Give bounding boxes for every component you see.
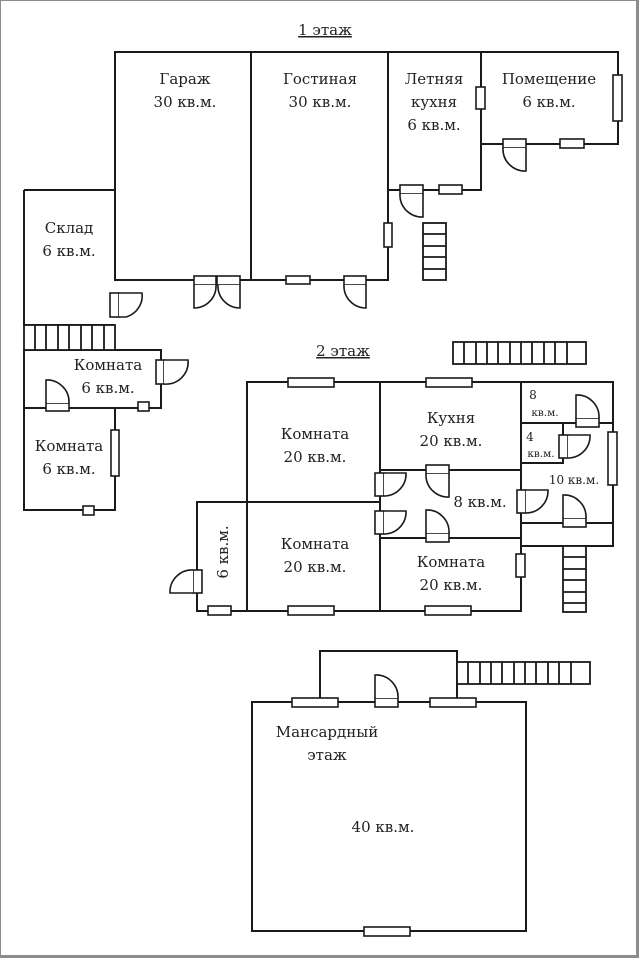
room-b-name: Комната — [35, 437, 104, 455]
small-8-unit: кв.м. — [531, 407, 558, 419]
premises-name: Помещение — [502, 70, 596, 88]
door-storage[interactable] — [109, 292, 143, 318]
window — [515, 553, 526, 578]
room-se-area: 20 кв.м. — [420, 576, 483, 594]
door-premises[interactable] — [502, 138, 527, 172]
stairs-floor-1-left — [23, 324, 116, 351]
window — [110, 429, 120, 477]
garage-name: Гараж — [159, 70, 210, 88]
window — [363, 926, 411, 937]
room-b-walls — [23, 408, 116, 511]
living-room-name: Гостиная — [283, 70, 357, 88]
door-living-room[interactable] — [343, 275, 367, 309]
room-nw-area: 20 кв.м. — [284, 448, 347, 466]
door-room-a-inner[interactable] — [45, 379, 70, 412]
room-a-name: Комната — [74, 356, 143, 374]
summer-kitchen-walls — [388, 51, 482, 191]
summer-kitchen-name-1: Летняя — [405, 70, 464, 88]
hall-8-area: 8 кв.м. — [453, 493, 506, 511]
door-room-10[interactable] — [516, 489, 549, 514]
summer-kitchen-area: 6 кв.м. — [407, 116, 460, 134]
door-room-nw[interactable] — [374, 472, 407, 497]
window — [425, 377, 473, 388]
door-room-a-exterior[interactable] — [155, 359, 189, 385]
window — [82, 505, 95, 516]
window — [137, 401, 150, 412]
window — [559, 138, 585, 149]
window — [383, 222, 393, 248]
living-room-walls — [250, 51, 389, 281]
window — [291, 697, 339, 708]
attic-name-1: Мансардный — [276, 723, 378, 741]
door-attic[interactable] — [374, 674, 399, 708]
room-b-area: 6 кв.м. — [42, 460, 95, 478]
stairs-floor-2-bottom — [562, 545, 587, 613]
window — [607, 431, 618, 486]
storage-area: 6 кв.м. — [42, 242, 95, 260]
door-small-8[interactable] — [575, 394, 600, 428]
floor-2-title: 2 этаж — [316, 342, 370, 360]
door-summer-kitchen[interactable] — [399, 184, 424, 218]
kitchen-area: 20 кв.м. — [420, 432, 483, 450]
room-sw-name: Комната — [281, 535, 350, 553]
floor-2-doors — [169, 394, 600, 594]
garage-area: 30 кв.м. — [154, 93, 217, 111]
window — [612, 74, 623, 122]
window — [429, 697, 477, 708]
small-4-unit: кв.м. — [527, 448, 554, 460]
room-a-area: 6 кв.м. — [81, 379, 134, 397]
room-nw-name: Комната — [281, 425, 350, 443]
attic-windows — [291, 697, 477, 937]
window — [287, 377, 335, 388]
room-se-name: Комната — [417, 553, 486, 571]
floor-1-title: 1 этаж — [298, 21, 352, 39]
stairs-attic — [456, 661, 591, 685]
attic-name-2: этаж — [307, 746, 347, 764]
floor-1-doors — [45, 138, 527, 412]
window — [424, 605, 472, 616]
room-10-area: 10 кв.м. — [549, 473, 599, 487]
premises-area: 6 кв.м. — [522, 93, 575, 111]
door-side-room[interactable] — [169, 569, 203, 594]
window — [207, 605, 232, 616]
door-small-4[interactable] — [558, 434, 591, 459]
floor-1-windows — [82, 74, 623, 516]
stairs-floor-1-right — [422, 222, 447, 281]
double-door-garage[interactable] — [193, 275, 241, 309]
window — [475, 86, 486, 110]
attic-area: 40 кв.м. — [352, 818, 415, 836]
living-room-area: 30 кв.м. — [289, 93, 352, 111]
small-8-number: 8 — [529, 388, 537, 402]
side-room-area: 6 кв.м. — [214, 525, 232, 578]
summer-kitchen-name-2: кухня — [411, 93, 457, 111]
window — [287, 605, 335, 616]
door-room-10-south[interactable] — [562, 494, 587, 528]
window — [285, 275, 311, 285]
room-sw-area: 20 кв.м. — [284, 558, 347, 576]
floor-2-windows — [207, 377, 618, 616]
small-4-number: 4 — [526, 430, 534, 444]
door-kitchen[interactable] — [425, 464, 450, 498]
south-block-walls — [196, 501, 522, 612]
window — [438, 184, 463, 195]
door-room-sw[interactable] — [374, 510, 407, 535]
stairs-floor-2-top — [452, 341, 587, 365]
door-room-se[interactable] — [425, 509, 450, 543]
storage-name: Склад — [45, 219, 94, 237]
kitchen-name: Кухня — [427, 409, 475, 427]
